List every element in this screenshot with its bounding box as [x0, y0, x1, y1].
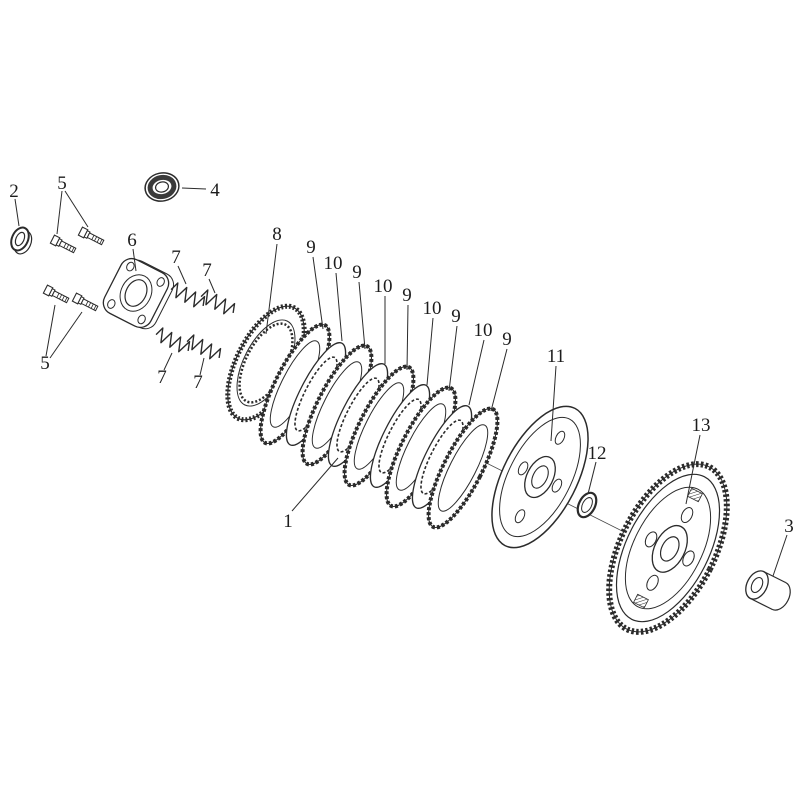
basket-slot-bottom — [633, 593, 649, 609]
leader-line-bolt-group-lower — [45, 304, 56, 357]
part-number-circlip: 12 — [588, 443, 607, 464]
part-number-cover-plate: 6 — [127, 230, 137, 251]
spring-3 — [153, 325, 193, 357]
bolt-2 — [77, 226, 106, 248]
bolt-1 — [49, 234, 78, 256]
leader-line-clutch-assembly — [291, 457, 339, 512]
leader-line-friction-disc-5 — [490, 348, 508, 412]
leader-line-bushing — [772, 534, 788, 577]
leader-line-spring-1 — [177, 265, 187, 285]
leader-line-spring-2 — [208, 278, 216, 294]
clutch-basket — [606, 461, 730, 635]
leader-line-friction-disc-3 — [406, 304, 409, 371]
part-number-spring-2: 7 — [202, 260, 212, 281]
leader-line-friction-disc-1 — [312, 256, 324, 330]
part-number-spring-4: 7 — [193, 372, 203, 393]
leader-line-pressure-plate — [550, 365, 557, 442]
part-number-friction-disc-4: 9 — [451, 306, 461, 327]
leader-line-steel-plate-3 — [426, 317, 434, 386]
part-number-steel-plate-4: 10 — [474, 320, 493, 341]
leader-line-steel-plate-4 — [468, 339, 485, 406]
leader-line-clutch-basket — [685, 434, 701, 505]
part-number-oil-seal: 4 — [210, 180, 220, 201]
leader-line-bolt-group-lower — [49, 311, 83, 359]
part-number-steel-plate-3: 10 — [423, 298, 442, 319]
part-number-friction-disc-5: 9 — [502, 329, 512, 350]
part-number-lock-washer: 2 — [9, 181, 19, 202]
part-number-clutch-hub: 8 — [272, 224, 282, 245]
spring-2 — [198, 287, 238, 319]
leader-line-friction-disc-2 — [358, 281, 366, 350]
leader-line-circlip — [587, 461, 597, 495]
leader-line-lock-washer — [14, 198, 20, 227]
part-number-clutch-assembly: 1 — [283, 511, 293, 532]
leader-line-cover-plate — [132, 248, 137, 272]
bolt-3 — [42, 284, 71, 306]
circlip — [576, 491, 598, 519]
part-number-steel-plate-2: 10 — [374, 276, 393, 297]
leader-line-friction-disc-4 — [448, 325, 458, 392]
oil-seal — [144, 172, 180, 202]
leader-line-oil-seal — [181, 187, 207, 190]
part-number-bolt-group-lower: 5 — [40, 353, 50, 374]
leader-line-spring-3 — [163, 352, 173, 371]
part-number-clutch-basket: 13 — [692, 415, 711, 436]
leader-line-steel-plate-1 — [335, 272, 343, 342]
part-number-friction-disc-3: 9 — [402, 285, 412, 306]
leader-line-bolt-group-upper — [56, 190, 63, 235]
lock-washer — [10, 226, 33, 255]
leader-line-spring-4 — [199, 357, 205, 376]
bolt-4 — [71, 292, 100, 314]
part-number-spring-3: 7 — [157, 367, 167, 388]
leader-line-bolt-group-upper — [64, 190, 89, 228]
basket-slot-top — [687, 487, 703, 503]
part-number-friction-disc-2: 9 — [352, 262, 362, 283]
bushing — [745, 570, 791, 611]
cover-plate — [102, 257, 175, 330]
leader-line-clutch-hub — [265, 243, 278, 335]
part-number-bolt-group-upper: 5 — [57, 173, 67, 194]
part-number-spring-1: 7 — [171, 247, 181, 268]
part-number-bushing: 3 — [784, 516, 794, 537]
part-number-pressure-plate: 11 — [547, 346, 565, 367]
part-number-steel-plate-1: 10 — [324, 253, 343, 274]
pressure-plate — [491, 405, 589, 549]
part-number-friction-disc-1: 9 — [306, 237, 316, 258]
